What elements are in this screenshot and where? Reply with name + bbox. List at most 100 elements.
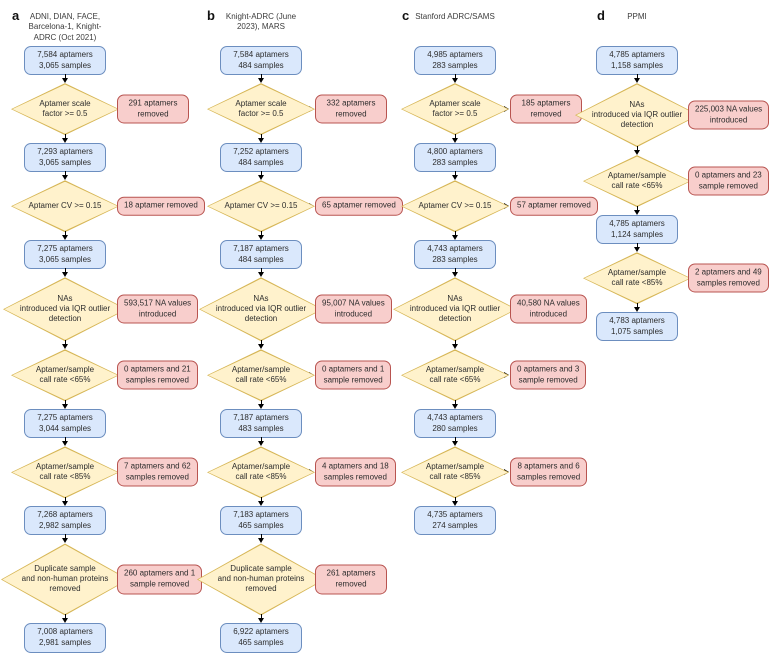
flow-arrowhead-icon xyxy=(451,344,458,350)
flow-arrowhead-icon xyxy=(633,150,640,156)
flow-arrow-down xyxy=(0,437,195,447)
flow-arrow-line xyxy=(454,497,456,504)
filter-diamond-label: Aptamer CV >= 0.15 xyxy=(418,201,492,211)
removal-box: 225,003 NA values introduced xyxy=(688,100,770,130)
flow-arrow-down xyxy=(195,614,390,624)
flow-arrow-line xyxy=(454,74,456,81)
flow-arrowhead-icon xyxy=(451,175,458,181)
state-box: 7,187 aptamers 483 samples xyxy=(220,409,302,439)
flow-arrow-line xyxy=(260,534,262,541)
flow-arrow-line xyxy=(454,134,456,141)
removal-box: 18 aptamer removed xyxy=(117,196,205,216)
flow-arrow-line xyxy=(636,146,638,153)
flow-arrowhead-icon xyxy=(451,272,458,278)
flow-arrowhead-icon xyxy=(257,618,264,624)
flow-arrowhead-icon xyxy=(633,210,640,216)
flow-arrow-line xyxy=(454,231,456,238)
filter-diamond-label: Aptamer scale factor >= 0.5 xyxy=(39,99,91,119)
flow-arrowhead-icon xyxy=(257,78,264,84)
flow-arrow-line xyxy=(64,614,66,621)
flow-arrow-down xyxy=(0,171,195,181)
flow-arrowhead-icon xyxy=(61,272,68,278)
state-box: 7,187 aptamers 484 samples xyxy=(220,240,302,270)
cohort-title: Stanford ADRC/SAMS xyxy=(415,12,495,21)
filter-diamond-label: Duplicate sample and non-human proteins … xyxy=(21,564,109,594)
removal-box: 65 aptamer removed xyxy=(315,196,403,216)
panel-letter: a xyxy=(12,8,20,23)
flow-arrowhead-icon xyxy=(257,175,264,181)
flow-arrow-line xyxy=(260,74,262,81)
removal-box: 57 aptamer removed xyxy=(510,196,598,216)
removal-box: 0 aptamers and 1 sample removed xyxy=(315,360,392,390)
filter-step-row: Aptamer/sample call rate <65% 0 aptamers … xyxy=(195,349,392,402)
flow-arrow-down xyxy=(585,74,777,84)
state-box: 4,735 aptamers 274 samples xyxy=(414,506,496,536)
flow-arrow-down xyxy=(195,74,390,84)
flow-arrowhead-icon xyxy=(61,441,68,447)
filter-diamond-label: Aptamer/sample call rate <65% xyxy=(231,365,291,385)
filter-diamond-label: Aptamer/sample call rate <85% xyxy=(425,462,485,482)
flow-arrow-line xyxy=(636,243,638,250)
filter-step-row: Aptamer scale factor >= 0.5 291 aptamers … xyxy=(0,83,195,136)
removal-box: 40,580 NA values introduced xyxy=(510,294,587,324)
flow-arrow-down xyxy=(195,437,390,447)
removal-box: 7 aptamers and 62 samples removed xyxy=(117,457,198,487)
flow-arrow-line xyxy=(64,268,66,275)
flow-arrowhead-icon xyxy=(61,138,68,144)
flow-arrow-down xyxy=(0,534,195,544)
flow-arrow-down xyxy=(390,437,585,447)
state-box: 4,800 aptamers 283 samples xyxy=(414,143,496,173)
filter-diamond-label: Aptamer/sample call rate <85% xyxy=(35,462,95,482)
filter-diamond-label: NAs introduced via IQR outlier detection xyxy=(591,100,683,130)
flow-arrow-line xyxy=(260,497,262,504)
removal-box: 291 aptamers removed xyxy=(117,94,189,124)
removal-box: 95,007 NA values introduced xyxy=(315,294,392,324)
removal-box: 0 aptamers and 3 sample removed xyxy=(510,360,587,390)
flow-arrowhead-icon xyxy=(61,538,68,544)
state-box: 7,268 aptamers 2,982 samples xyxy=(24,506,106,536)
filter-diamond-label: Duplicate sample and non-human proteins … xyxy=(217,564,305,594)
flow-arrowhead-icon xyxy=(61,618,68,624)
state-box: 7,252 aptamers 484 samples xyxy=(220,143,302,173)
flow-arrow-line xyxy=(260,340,262,347)
flow-arrowhead-icon xyxy=(257,501,264,507)
removal-box: 0 aptamers and 23 sample removed xyxy=(688,166,769,196)
flow-arrowhead-icon xyxy=(61,235,68,241)
flow-arrowhead-icon xyxy=(61,501,68,507)
filter-step-row: Aptamer/sample call rate <85%2 aptamers … xyxy=(583,252,777,305)
removal-box: 593,517 NA values introduced xyxy=(117,294,199,324)
filter-step-row: Aptamer CV >= 0.15 57 aptamer removed xyxy=(390,180,598,233)
filter-step-row: Duplicate sample and non-human proteins … xyxy=(195,543,390,616)
flow-arrow-line xyxy=(260,231,262,238)
removal-box: 0 aptamers and 21 samples removed xyxy=(117,360,198,390)
filter-diamond-label: NAs introduced via IQR outlier detection xyxy=(409,294,501,324)
flow-arrow-line xyxy=(636,74,638,81)
flow-arrow-line xyxy=(260,268,262,275)
flow-arrow-down xyxy=(390,171,585,181)
flow-arrowhead-icon xyxy=(61,404,68,410)
state-box: 4,743 aptamers 280 samples xyxy=(414,409,496,439)
flow-arrow-line xyxy=(64,400,66,407)
flow-arrow-line xyxy=(64,134,66,141)
flow-arrow-down xyxy=(195,231,390,241)
flow-arrowhead-icon xyxy=(61,344,68,350)
flow-arrowhead-icon xyxy=(61,78,68,84)
flow-arrow-down xyxy=(0,74,195,84)
flow-arrow-down xyxy=(585,243,777,253)
removal-box: 8 aptamers and 6 samples removed xyxy=(510,457,588,487)
flow-arrow-line xyxy=(64,231,66,238)
state-box: 7,275 aptamers 3,044 samples xyxy=(24,409,106,439)
filter-step-row: Aptamer/sample call rate <85% 7 aptamers … xyxy=(0,446,198,499)
state-box: 4,785 aptamers 1,158 samples xyxy=(596,46,678,76)
cohort-title: Knight-ADRC (June 2023), MARS xyxy=(225,12,297,32)
filter-step-row: NAs introduced via IQR outlier detection… xyxy=(0,277,199,342)
